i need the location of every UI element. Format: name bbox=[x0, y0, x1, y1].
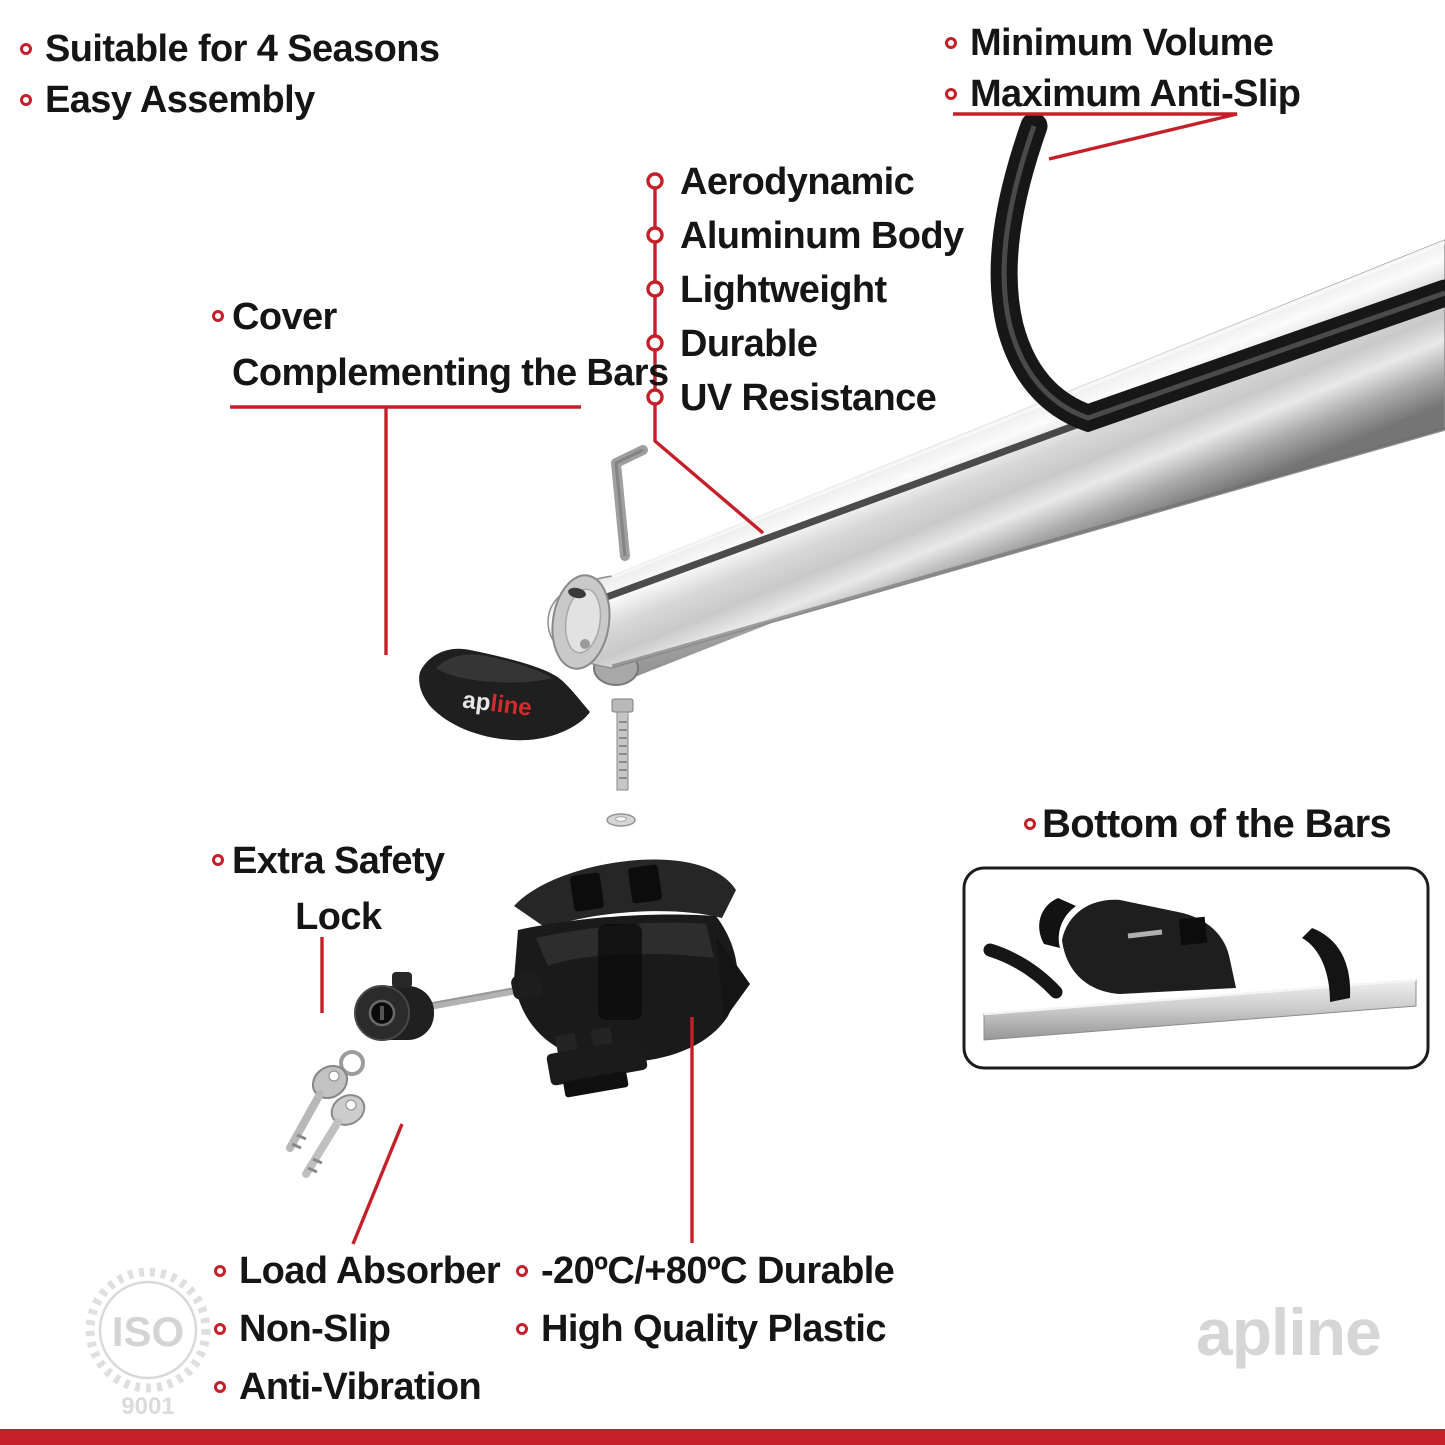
benefit-label: Easy Assembly bbox=[45, 79, 315, 121]
bar-feature-list: Aerodynamic Aluminum Body Lightweight Du… bbox=[680, 163, 964, 417]
cover-label-line1: Cover bbox=[232, 296, 337, 338]
security-lock bbox=[354, 972, 543, 1041]
feature-label: Aluminum Body bbox=[680, 215, 964, 257]
feature-label: Durable bbox=[680, 323, 818, 365]
bullet-icon bbox=[516, 1323, 528, 1335]
safety-label-line1: Extra Safety bbox=[232, 840, 445, 882]
list-item: High Quality Plastic bbox=[516, 1310, 894, 1348]
bullet-icon bbox=[20, 43, 32, 55]
bullet-icon bbox=[646, 280, 664, 298]
benefit-label: Maximum Anti-Slip bbox=[970, 73, 1301, 115]
top-right-benefit-list: Minimum Volume Maximum Anti-Slip bbox=[945, 24, 1301, 115]
top-left-benefit-list: Suitable for 4 Seasons Easy Assembly bbox=[20, 28, 440, 119]
bullet-icon bbox=[646, 334, 664, 352]
safety-lock-label: Extra Safety Lock bbox=[232, 840, 445, 938]
brand-watermark: apline bbox=[1196, 1295, 1382, 1369]
list-item: Anti-Vibration bbox=[214, 1368, 500, 1406]
feature-label: Lightweight bbox=[680, 269, 887, 311]
bullet-icon bbox=[516, 1265, 528, 1277]
feature-label: UV Resistance bbox=[680, 377, 937, 419]
bullet-icon bbox=[1024, 818, 1036, 830]
svg-text:9001: 9001 bbox=[121, 1393, 174, 1420]
bullet-icon bbox=[646, 172, 664, 190]
list-item: Maximum Anti-Slip bbox=[945, 73, 1301, 115]
footer-accent-bar bbox=[0, 1429, 1445, 1445]
benefit-label: High Quality Plastic bbox=[541, 1308, 886, 1350]
safety-label-line2: Lock bbox=[295, 896, 382, 938]
mounting-foot bbox=[514, 859, 750, 1063]
keys bbox=[286, 1050, 366, 1178]
bullet-icon bbox=[20, 94, 32, 106]
list-item: Load Absorber bbox=[214, 1250, 501, 1292]
bullet-icon bbox=[646, 388, 664, 406]
bullet-icon bbox=[945, 37, 957, 49]
benefit-label: Anti-Vibration bbox=[239, 1366, 482, 1408]
benefit-label: Load Absorber bbox=[239, 1250, 501, 1292]
end-cover: apline bbox=[419, 648, 590, 741]
bottom-bars-inset bbox=[962, 866, 1430, 1070]
list-item: Minimum Volume bbox=[945, 24, 1300, 62]
svg-text:ISO: ISO bbox=[112, 1308, 184, 1355]
bullet-icon bbox=[212, 310, 224, 322]
bullet-icon bbox=[214, 1265, 226, 1277]
bullet-icon bbox=[945, 88, 957, 100]
bottom-mid-benefit-list: -20ºC/+80ºC Durable High Quality Plastic bbox=[516, 1250, 895, 1348]
bullet-icon bbox=[212, 854, 224, 866]
brand-logo: apline bbox=[461, 686, 533, 721]
bottom-left-benefit-list: Load Absorber Non-Slip Anti-Vibration bbox=[214, 1250, 501, 1406]
bullet-icon bbox=[646, 226, 664, 244]
bullet-icon bbox=[214, 1381, 226, 1393]
feature-label: Aerodynamic bbox=[680, 161, 915, 203]
benefit-label: Suitable for 4 Seasons bbox=[45, 28, 440, 70]
benefit-label: Minimum Volume bbox=[970, 22, 1274, 64]
leader-load-absorber bbox=[351, 1123, 404, 1245]
load-absorber-pad bbox=[546, 1027, 648, 1098]
cover-label: Cover Complementing the Bars bbox=[232, 298, 669, 392]
washer bbox=[606, 813, 636, 827]
cover-label-line2: Complementing the Bars bbox=[232, 352, 669, 394]
list-item: Easy Assembly bbox=[20, 81, 439, 119]
bolt bbox=[611, 698, 634, 791]
list-item: Non-Slip bbox=[214, 1310, 500, 1348]
allen-key bbox=[611, 445, 648, 561]
leader-lines bbox=[230, 112, 1238, 1245]
list-item: -20ºC/+80ºC Durable bbox=[516, 1250, 895, 1292]
list-item: Suitable for 4 Seasons bbox=[20, 28, 440, 70]
benefit-label: -20ºC/+80ºC Durable bbox=[541, 1250, 895, 1292]
leader-antislip bbox=[953, 112, 1238, 161]
leader-features bbox=[653, 181, 765, 535]
iso-watermark: ISO 9001 bbox=[85, 1267, 211, 1420]
rubber-strip bbox=[990, 112, 1445, 433]
benefit-label: Non-Slip bbox=[239, 1308, 391, 1350]
bullet-icon bbox=[214, 1323, 226, 1335]
bottom-bars-title: Bottom of the Bars bbox=[1042, 802, 1392, 846]
